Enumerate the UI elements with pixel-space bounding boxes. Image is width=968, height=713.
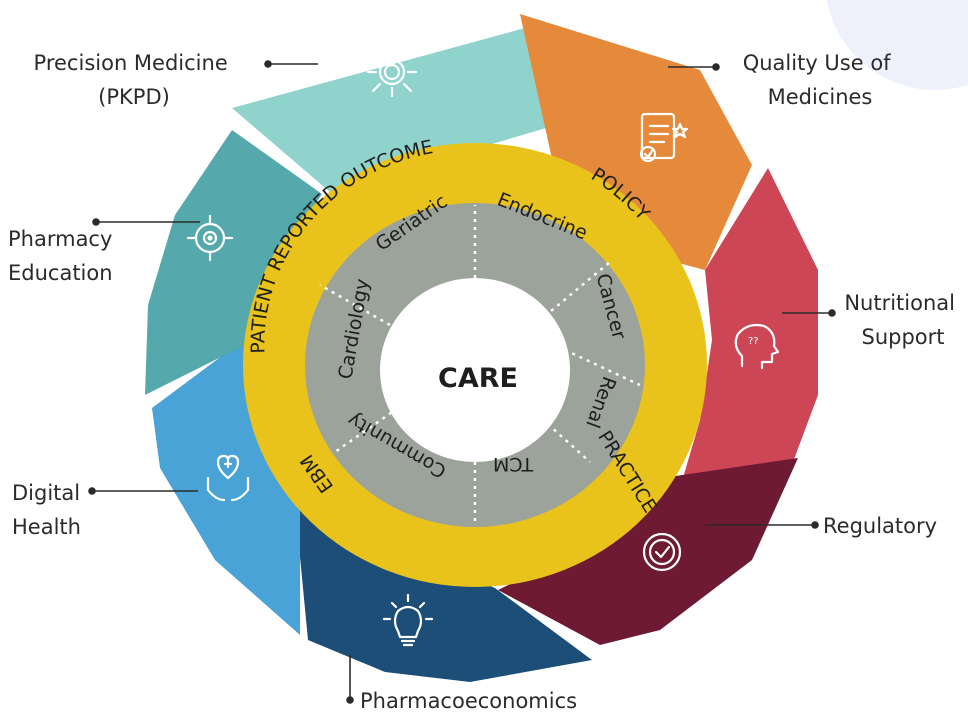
label-quality-use: Quality Use of Medicines xyxy=(743,51,898,109)
specialty-tcm: TCM xyxy=(493,453,534,475)
segment-nutritional-support xyxy=(680,168,818,488)
background-blob xyxy=(826,0,968,90)
label-nutritional-support: Nutritional Support xyxy=(844,291,961,349)
gear-arrows-icon xyxy=(366,46,418,98)
target-icon xyxy=(186,214,234,262)
label-digital-health: Digital Health xyxy=(12,481,87,539)
heart-hands-icon xyxy=(206,454,250,502)
leader-lines xyxy=(88,60,836,704)
care-center xyxy=(380,278,570,462)
badge-check-icon xyxy=(642,532,682,572)
segment-pharmacy-education xyxy=(145,130,322,395)
segment-regulatory xyxy=(498,458,798,645)
label-pharmacy-education: Pharmacy Education xyxy=(8,227,119,285)
label-regulatory: Regulatory xyxy=(823,514,937,538)
specialty-dividers xyxy=(319,205,641,525)
svg-text:??: ?? xyxy=(748,336,759,347)
document-check-icon xyxy=(639,112,689,163)
segment-precision-medicine xyxy=(232,28,580,192)
lightbulb-icon xyxy=(382,593,434,647)
head-brain-icon: ?? xyxy=(734,323,780,370)
label-pharmacoeconomics: Pharmacoeconomics xyxy=(360,689,577,713)
care-label: CARE xyxy=(438,363,518,394)
label-precision-medicine: Precision Medicine (PKPD) xyxy=(34,51,235,109)
